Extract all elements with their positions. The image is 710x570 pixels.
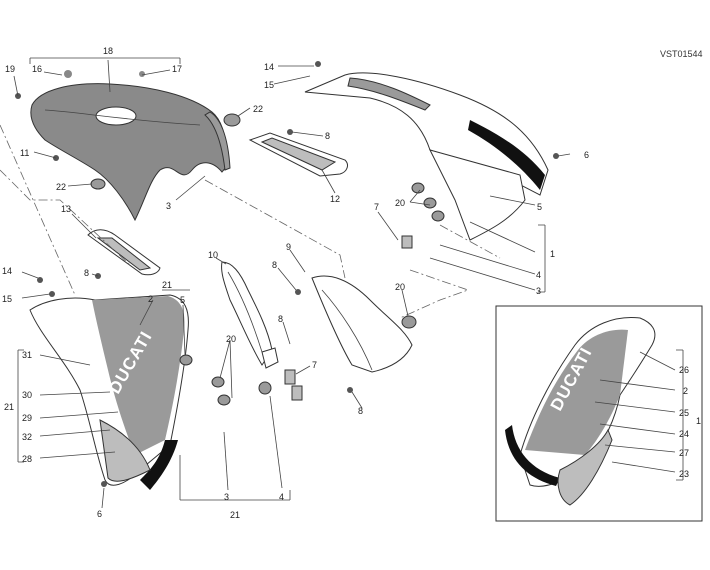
callout-32: 32 xyxy=(22,432,32,442)
callout-31: 31 xyxy=(22,350,32,360)
callout-15b: 15 xyxy=(2,294,12,304)
spacers-7 xyxy=(284,235,413,401)
callout-21a: 21 xyxy=(162,280,172,290)
callout-8a: 8 xyxy=(325,131,330,141)
callout-24: 24 xyxy=(679,429,689,439)
callout-19: 19 xyxy=(5,64,15,74)
callout-2b: 2 xyxy=(683,386,688,396)
callout-22b: 22 xyxy=(56,182,66,192)
callout-14a: 14 xyxy=(264,62,274,72)
callout-8c: 8 xyxy=(84,268,89,278)
grommet-22-lower xyxy=(90,178,106,190)
callout-3c: 3 xyxy=(224,492,229,502)
callout-10: 10 xyxy=(208,250,218,260)
callout-11: 11 xyxy=(20,148,29,158)
callout-20c: 20 xyxy=(395,282,405,292)
bracket-10 xyxy=(221,261,279,369)
callout-7a: 7 xyxy=(374,202,379,212)
inner-panel-9 xyxy=(311,275,413,373)
grommet-22-upper xyxy=(223,113,241,127)
callout-6a: 6 xyxy=(584,150,589,160)
tank-cover-part xyxy=(30,83,231,222)
grommets-20-left xyxy=(179,354,272,406)
callout-20a: 20 xyxy=(395,198,405,208)
left-main-fairing: DUCATI xyxy=(29,294,189,490)
leader-lines xyxy=(13,57,684,509)
grommet-20-center xyxy=(401,315,417,329)
callout-9: 9 xyxy=(286,242,291,252)
callout-18: 18 xyxy=(103,46,113,56)
callout-1b: 1 xyxy=(696,416,701,426)
trim-13 xyxy=(87,229,161,276)
callout-3a: 3 xyxy=(166,201,171,211)
callout-1a: 1 xyxy=(550,249,555,259)
callout-5a: 5 xyxy=(537,202,542,212)
callout-5b: 5 xyxy=(180,295,185,305)
callout-8e: 8 xyxy=(358,406,363,416)
callout-17: 17 xyxy=(172,64,182,74)
callout-13: 13 xyxy=(61,204,71,214)
callout-4a: 4 xyxy=(536,270,541,280)
callout-20b: 20 xyxy=(226,334,236,344)
right-upper-fairing xyxy=(304,72,549,241)
callout-labels: 18 16 17 19 11 22 22 3 14 15 8 12 13 6 5… xyxy=(2,46,701,520)
side-cover-12 xyxy=(248,132,348,177)
callout-2a: 2 xyxy=(148,294,153,304)
callout-25: 25 xyxy=(679,408,689,418)
callout-6b: 6 xyxy=(97,509,102,519)
callout-3b: 3 xyxy=(536,286,541,296)
callout-30: 30 xyxy=(22,390,32,400)
callout-12: 12 xyxy=(330,194,340,204)
callout-4b: 4 xyxy=(279,492,284,502)
callout-8b: 8 xyxy=(272,260,277,270)
callout-27: 27 xyxy=(679,448,689,458)
inset-frame: DUCATI xyxy=(495,305,703,522)
callout-21b: 21 xyxy=(4,402,14,412)
callout-26: 26 xyxy=(679,365,689,375)
callout-8d: 8 xyxy=(278,314,283,324)
callout-14b: 14 xyxy=(2,266,12,276)
callout-23: 23 xyxy=(679,469,689,479)
callout-7b: 7 xyxy=(312,360,317,370)
drawing-code: VST01544 xyxy=(660,49,703,59)
callout-16: 16 xyxy=(32,64,42,74)
callout-15a: 15 xyxy=(264,80,274,90)
callout-22a: 22 xyxy=(253,104,263,114)
grommets-20-right xyxy=(411,182,445,222)
callout-28: 28 xyxy=(22,454,32,464)
assembly-guide-lines xyxy=(0,124,501,319)
callout-29: 29 xyxy=(22,413,32,423)
callout-21c: 21 xyxy=(230,510,240,520)
